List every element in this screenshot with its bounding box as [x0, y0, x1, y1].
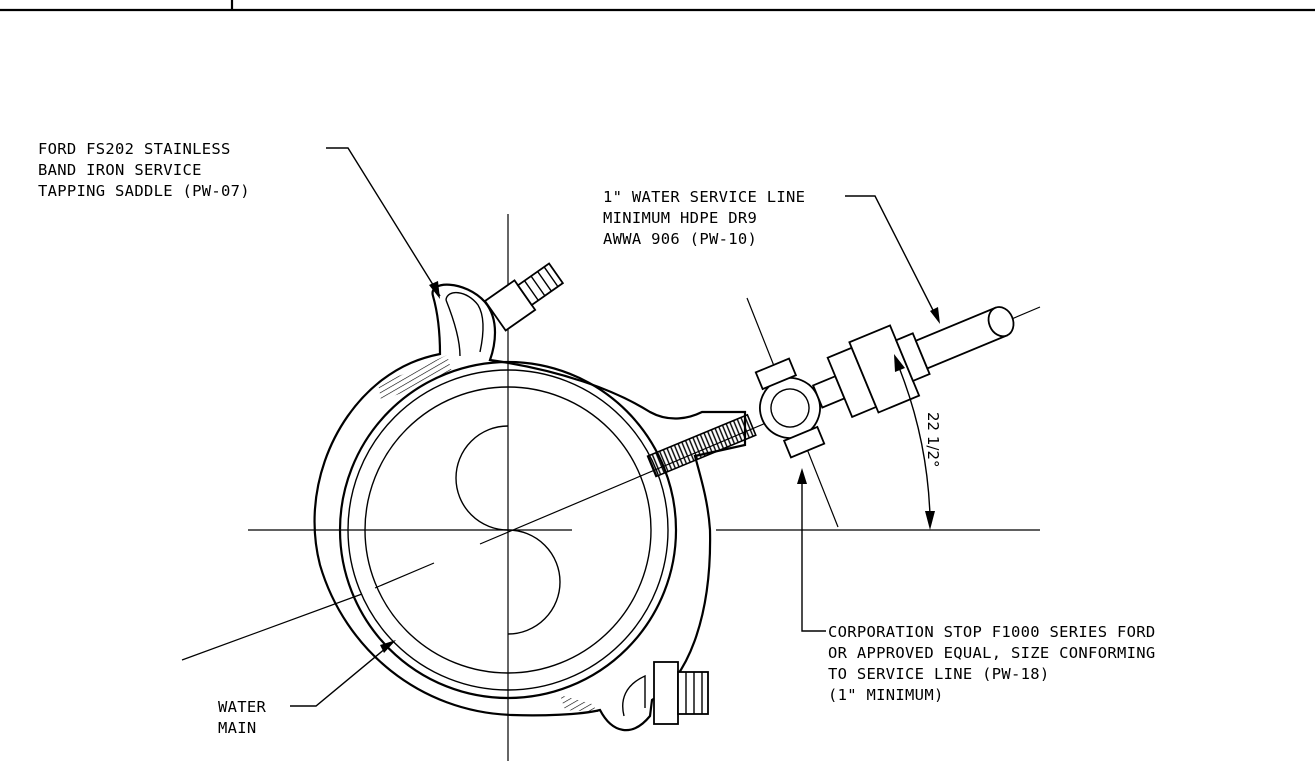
saddle-label-line-3: TAPPING SADDLE (PW-07)	[38, 182, 250, 200]
water-main-label: WATER MAIN	[218, 698, 267, 737]
service-line-label-line-3: AWWA 906 (PW-10)	[603, 230, 757, 248]
angle-dimension-text: 22 1/2°	[924, 412, 942, 468]
saddle-label: FORD FS202 STAINLESS BAND IRON SERVICE T…	[38, 140, 250, 200]
service-line-label-line-1: 1" WATER SERVICE LINE	[603, 188, 805, 206]
saddle-label-line-2: BAND IRON SERVICE	[38, 161, 202, 179]
water-main-pipe	[338, 360, 678, 700]
saddle-bolt-top	[483, 262, 565, 332]
angle-dimension: 22 1/2°	[894, 354, 942, 530]
corporation-stop-label: CORPORATION STOP F1000 SERIES FORD OR AP…	[828, 623, 1155, 704]
saddle-bolt-bottom	[653, 661, 709, 725]
title-block-border	[0, 0, 1315, 12]
water-main-label-line-1: WATER	[218, 698, 267, 716]
corporation-stop-label-line-1: CORPORATION STOP F1000 SERIES FORD	[828, 623, 1155, 641]
corporation-stop-label-line-2: OR APPROVED EQUAL, SIZE CONFORMING	[828, 644, 1155, 662]
service-line-label-line-2: MINIMUM HDPE DR9	[603, 209, 757, 227]
tapping-saddle	[313, 283, 747, 732]
corporation-stop-label-line-4: (1" MINIMUM)	[828, 686, 944, 704]
saddle-label-line-1: FORD FS202 STAINLESS	[38, 140, 231, 158]
service-line-label: 1" WATER SERVICE LINE MINIMUM HDPE DR9 A…	[603, 188, 805, 248]
leaders	[290, 147, 940, 707]
water-main-label-line-2: MAIN	[218, 719, 257, 737]
corporation-stop-label-line-3: TO SERVICE LINE (PW-18)	[828, 665, 1050, 683]
corporation-stop	[646, 306, 1015, 478]
